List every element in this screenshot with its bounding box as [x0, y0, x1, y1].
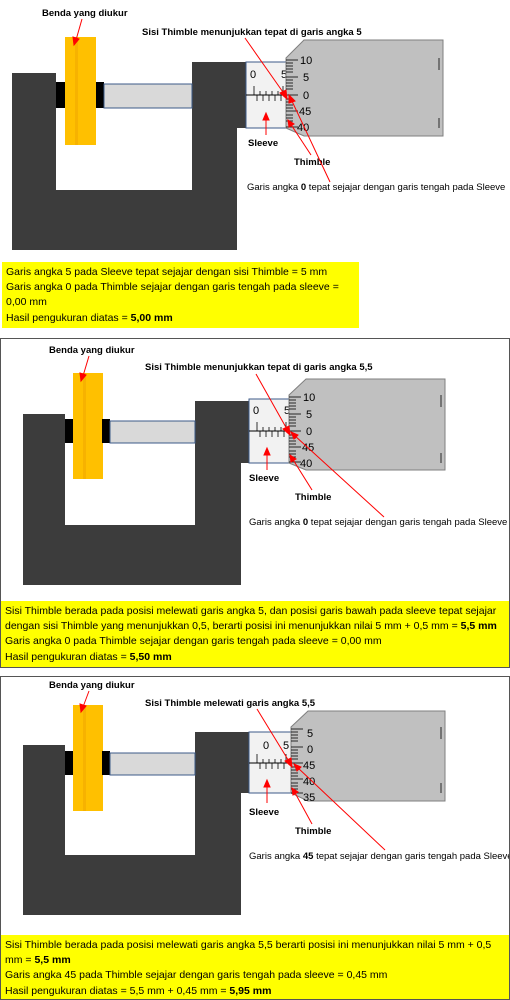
caption-line: Hasil pengukuran diatas = 5,00 mm	[6, 311, 173, 324]
thimble-number-1: 10	[303, 392, 315, 404]
micrometer-frame	[23, 401, 249, 585]
caption-line: Hasil pengukuran diatas = 5,5 mm + 0,45 …	[5, 984, 272, 997]
annotation-arrows	[72, 18, 331, 183]
thimble-label: Thimble	[295, 826, 331, 837]
sleeve-zero-label: 0	[263, 740, 269, 752]
thimble-number-1: 10	[300, 55, 312, 67]
micrometer-diagram-2: 0 5 10 5 0 45 40 Benda yang diukur Sisi …	[23, 345, 507, 585]
caption-line: mm = 5,5 mm	[5, 954, 71, 967]
spindle	[109, 752, 196, 776]
micrometer-panel-3: 0 5 5 0 45 40 35 Benda yang diukur Sisi …	[0, 676, 510, 1000]
thimble-number-5: 40	[300, 458, 312, 470]
micrometer-diagram-1: 0 5 10 5 0 45 40 Benda yang diukur Sisi …	[12, 8, 505, 250]
top-note: Sisi Thimble melewati garis angka 5,5	[145, 698, 316, 709]
thimble-number-3: 45	[303, 760, 315, 772]
anvil	[65, 751, 75, 775]
caption-line: dengan sisi Thimble yang menunjukkan 0,5…	[5, 620, 497, 633]
micrometer-frame	[23, 732, 249, 915]
top-note: Sisi Thimble menunjukkan tepat di garis …	[142, 27, 362, 38]
thimble-number-3: 0	[303, 90, 309, 102]
caption-line: Garis angka 5 pada Sleeve tepat sejajar …	[6, 266, 328, 278]
bottom-note: Garis angka 45 tepat sejajar dengan gari…	[249, 851, 509, 862]
sleeve-zero-label: 0	[253, 405, 259, 417]
object-stripe	[83, 705, 86, 811]
anvil	[65, 419, 75, 443]
measured-object	[73, 705, 103, 811]
caption-line: Garis angka 0 pada Thimble sejajar denga…	[6, 281, 339, 294]
thimble-label: Thimble	[294, 157, 330, 168]
sleeve-ticks-lower	[256, 95, 282, 101]
thimble-number-4: 40	[303, 776, 315, 788]
spindle-contact	[96, 82, 104, 108]
spindle	[109, 420, 196, 444]
object-stripe	[83, 373, 86, 479]
sleeve-five-label: 5	[283, 740, 289, 752]
sleeve-five-label: 5	[284, 405, 290, 417]
spindle	[103, 83, 193, 109]
thimble-number-1: 5	[307, 728, 313, 740]
thimble-scale-ticks	[289, 396, 301, 463]
caption-line: Hasil pengukuran diatas = 5,50 mm	[5, 650, 172, 663]
measured-object	[73, 373, 103, 479]
micrometer-diagram-3: 0 5 5 0 45 40 35 Benda yang diukur Sisi …	[23, 680, 509, 915]
anvil	[56, 82, 66, 108]
top-note: Sisi Thimble menunjukkan tepat di garis …	[145, 362, 373, 373]
caption-3: Sisi Thimble berada pada posisi melewati…	[1, 935, 509, 999]
sleeve-label: Sleeve	[249, 807, 279, 818]
thimble	[288, 378, 446, 471]
caption-line: 0,00 mm	[6, 296, 47, 309]
sleeve-five-label: 5	[281, 69, 287, 81]
annotation-arrows	[79, 690, 386, 851]
spindle-contact	[102, 419, 110, 443]
caption-1: Garis angka 5 pada Sleeve tepat sejajar …	[2, 262, 359, 328]
bottom-note: Garis angka 0 tepat sejajar dengan garis…	[249, 517, 507, 528]
thimble-label: Thimble	[295, 492, 331, 503]
object-label: Benda yang diukur	[49, 345, 135, 356]
caption-line: Garis angka 45 pada Thimble sejajar deng…	[5, 969, 388, 982]
object-stripe	[75, 37, 78, 145]
sleeve-zero-label: 0	[250, 69, 256, 81]
thimble-scale-ticks	[286, 59, 298, 128]
micrometer-panel-1: 0 5 10 5 0 45 40 Benda yang diukur Sisi …	[0, 0, 510, 332]
caption-line: Sisi Thimble berada pada posisi melewati…	[5, 939, 492, 951]
sleeve-ticks-lower	[259, 431, 285, 437]
measured-object	[65, 37, 96, 145]
thimble	[285, 39, 444, 137]
object-label: Benda yang diukur	[49, 680, 135, 691]
sleeve-label: Sleeve	[248, 138, 278, 149]
micrometer-panel-2: 0 5 10 5 0 45 40 Benda yang diukur Sisi …	[0, 338, 510, 668]
thimble-number-5: 35	[303, 792, 315, 804]
annotation-arrows	[79, 355, 385, 518]
sleeve-ticks-lower	[259, 763, 285, 769]
spindle-contact	[102, 751, 110, 775]
caption-2: Sisi Thimble berada pada posisi melewati…	[1, 601, 509, 667]
thimble-number-2: 5	[306, 409, 312, 421]
micrometer-frame	[12, 62, 246, 250]
caption-line: Sisi Thimble berada pada posisi melewati…	[5, 605, 497, 617]
object-label: Benda yang diukur	[42, 8, 128, 19]
sleeve-label: Sleeve	[249, 473, 279, 484]
thimble-number-2: 5	[303, 72, 309, 84]
bottom-note: Garis angka 0 tepat sejajar dengan garis…	[247, 182, 505, 193]
caption-line: Garis angka 0 pada Thimble sejajar denga…	[5, 635, 382, 648]
thimble-number-3: 0	[306, 426, 312, 438]
thimble-number-4: 45	[299, 106, 311, 118]
thimble-number-2: 0	[307, 744, 313, 756]
